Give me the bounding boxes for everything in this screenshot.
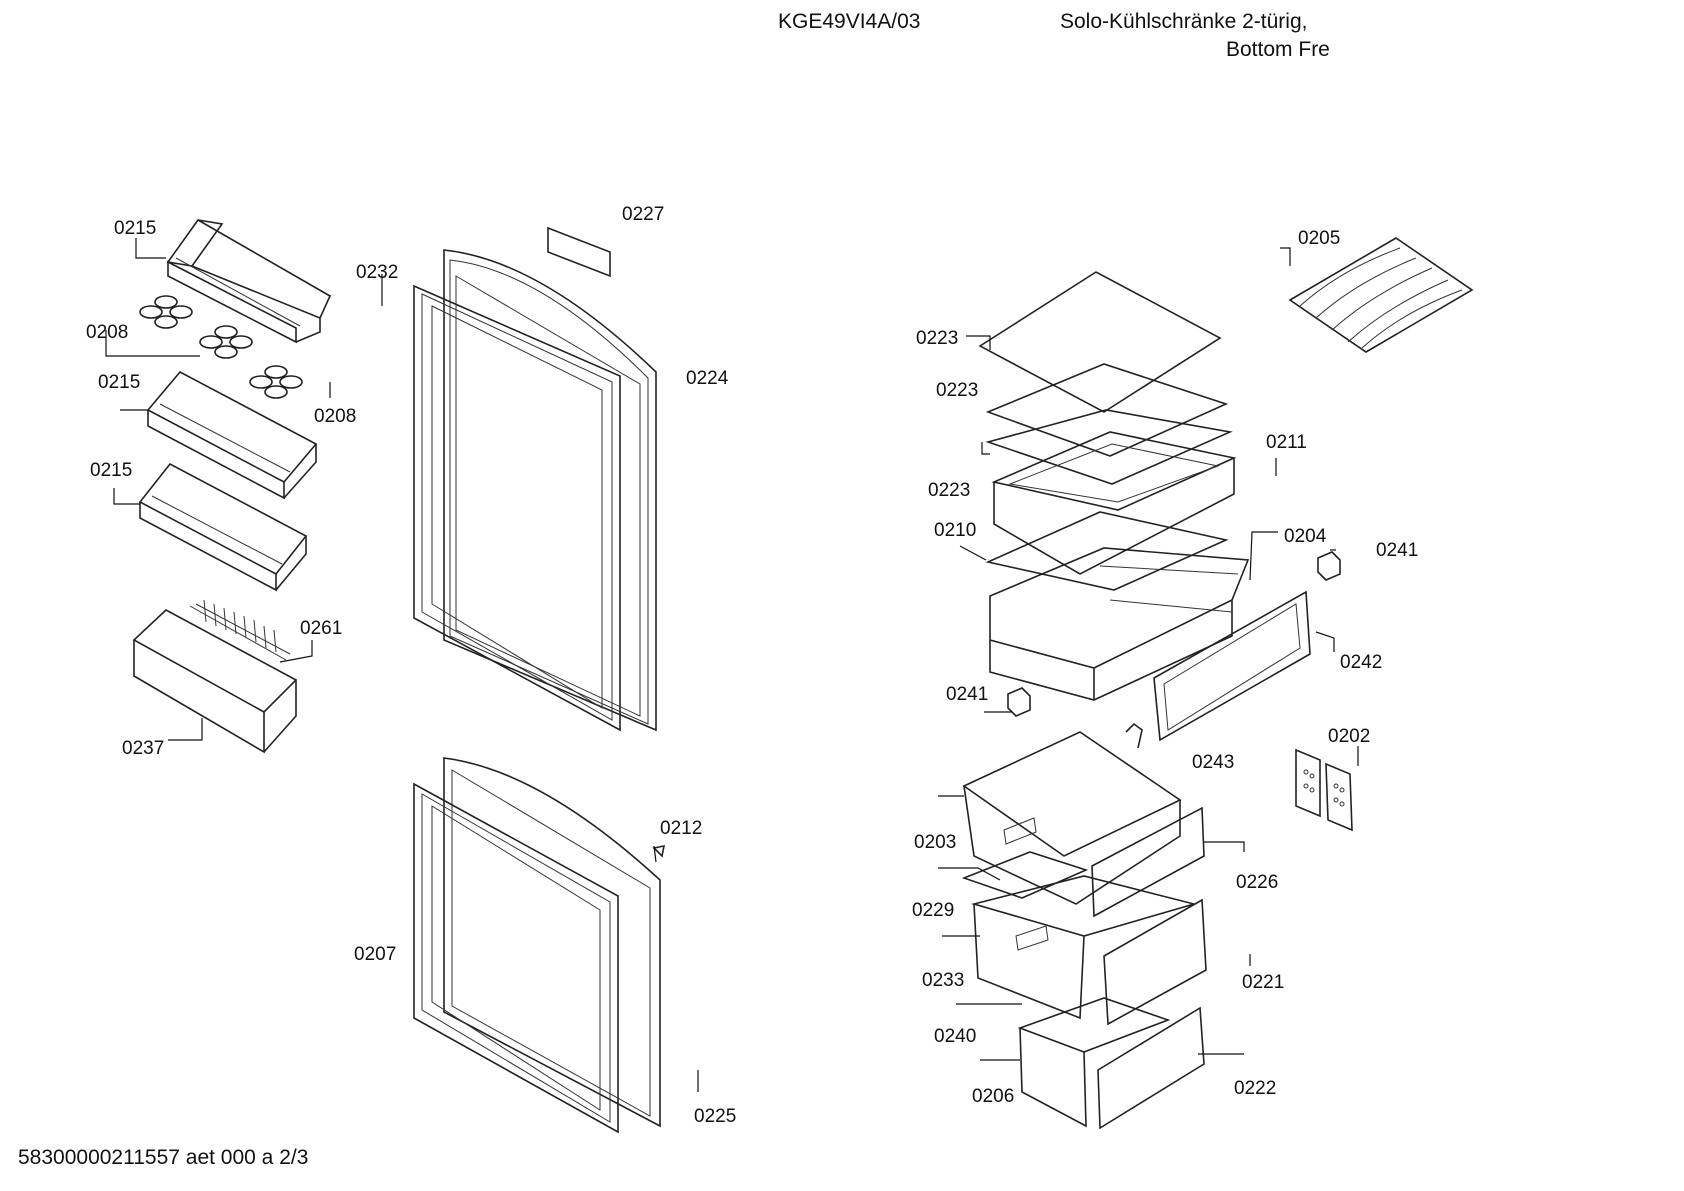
document-id: 58300000211557 aet 000 a 2/3 [18, 1146, 309, 1169]
door-shelf-third [138, 462, 308, 592]
part-label-0261: 0261 [300, 618, 342, 639]
part-labels: 0215 0208 0208 0215 0215 0261 0237 0227 … [86, 204, 1418, 1127]
part-label-0207: 0207 [354, 944, 396, 965]
freezer-drawer-bottom [1017, 997, 1171, 1128]
glass-shelf-top [978, 271, 1222, 413]
chiller-tray [991, 431, 1237, 575]
part-label-0229: 0229 [912, 900, 954, 921]
cold-packs [1295, 748, 1353, 832]
part-label-0211: 0211 [1266, 432, 1307, 453]
part-label-0224: 0224 [686, 368, 729, 389]
part-label-0202: 0202 [1328, 726, 1370, 747]
part-label-0215: 0215 [114, 218, 156, 239]
part-label-0215: 0215 [90, 460, 132, 481]
leader-lines [105, 238, 1359, 1092]
door-shelf-bottom [132, 599, 298, 754]
part-label-0208: 0208 [314, 406, 356, 427]
appliance-description-line2: Bottom Fre [1226, 38, 1330, 61]
part-label-0233: 0233 [922, 970, 964, 991]
part-label-0221: 0221 [1242, 972, 1284, 993]
crisper-front-cover [1153, 590, 1311, 742]
part-label-0223: 0223 [916, 328, 958, 349]
part-label-0215: 0215 [98, 372, 140, 393]
freezer-drawer-top-front [1091, 806, 1205, 918]
glass-shelf-lower [985, 409, 1233, 485]
part-label-0242: 0242 [1340, 652, 1382, 673]
part-label-0223: 0223 [928, 480, 970, 501]
freezer-drawer-middle-front [1103, 898, 1207, 1026]
part-label-0227: 0227 [622, 204, 664, 225]
door-shelf-second [146, 370, 318, 500]
crisper-drawer [989, 547, 1250, 701]
part-label-0243: 0243 [1192, 752, 1234, 773]
model-number: KGE49VI4A/03 [778, 10, 921, 33]
part-label-0206: 0206 [972, 1086, 1014, 1107]
fridge-door-gasket [413, 284, 621, 732]
freezer-drawer-bottom-front [1097, 1006, 1205, 1130]
egg-trays [139, 295, 303, 399]
freezer-drawer-top [962, 731, 1182, 905]
wine-bottle-rack [1288, 237, 1474, 353]
divider-plate [961, 851, 1089, 899]
door-hinge-pin [652, 844, 666, 858]
part-label-0205: 0205 [1298, 228, 1340, 249]
freezer-door-gasket [413, 782, 619, 1134]
part-label-0241: 0241 [1376, 540, 1418, 561]
part-label-0237: 0237 [122, 738, 164, 759]
fridge-door-upper [443, 249, 657, 732]
freezer-drawer-middle [970, 875, 1198, 1020]
part-label-0212: 0212 [660, 818, 702, 839]
clip [1125, 722, 1143, 749]
part-label-0225: 0225 [694, 1106, 736, 1127]
freezer-door [443, 757, 661, 1128]
label-plate [547, 226, 611, 278]
part-label-0240: 0240 [934, 1026, 976, 1047]
cover-plate [985, 511, 1229, 591]
part-label-0210: 0210 [934, 520, 976, 541]
bracket-left [1007, 687, 1031, 717]
door-shelf-top [166, 219, 332, 344]
part-label-0204: 0204 [1284, 526, 1327, 547]
part-label-0232: 0232 [356, 262, 398, 283]
bracket-right [1317, 551, 1341, 581]
appliance-description: Solo-Kühlschränke 2-türig, [1060, 10, 1308, 33]
part-label-0203: 0203 [914, 832, 956, 853]
part-label-0226: 0226 [1236, 872, 1278, 893]
part-label-0223: 0223 [936, 380, 978, 401]
glass-shelf-middle [985, 363, 1229, 457]
part-label-0222: 0222 [1234, 1078, 1276, 1099]
part-label-0241: 0241 [946, 684, 988, 705]
part-label-0208: 0208 [86, 322, 128, 343]
